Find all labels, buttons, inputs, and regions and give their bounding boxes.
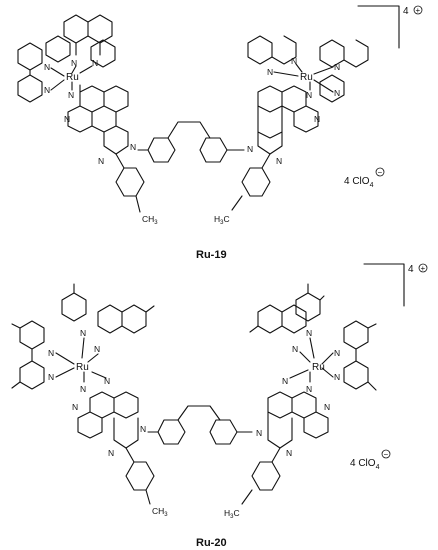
n-atom: N bbox=[48, 372, 54, 382]
counter-ion: 4 ClO4 − bbox=[350, 449, 391, 471]
n-atom: N bbox=[267, 67, 273, 77]
n-atom: N bbox=[286, 448, 292, 458]
n-atom: N bbox=[64, 114, 70, 124]
charge-bracket: 4 + bbox=[363, 263, 428, 307]
n-atom: N bbox=[334, 372, 340, 382]
n-atom: N bbox=[282, 376, 288, 386]
n-atom: N bbox=[306, 384, 312, 394]
methyl-right: CH3 bbox=[142, 214, 158, 226]
n-atom: N bbox=[334, 88, 340, 98]
counter-ion-label: 4 ClO4 bbox=[350, 458, 380, 471]
n-atom: N bbox=[292, 344, 298, 354]
n-atom: N bbox=[48, 348, 54, 358]
ru-atom-left: Ru bbox=[66, 72, 79, 83]
n-atom: N bbox=[44, 85, 50, 95]
n-atom: N bbox=[306, 328, 312, 338]
n-atom: N bbox=[108, 448, 114, 458]
n-atom: N bbox=[44, 62, 50, 72]
n-atom: N bbox=[291, 56, 297, 66]
n-atom: N bbox=[256, 428, 262, 438]
n-atom: N bbox=[130, 142, 136, 152]
n-atom: N bbox=[94, 344, 100, 354]
n-atom: N bbox=[80, 328, 86, 338]
counter-ion-sign: − bbox=[384, 450, 389, 459]
methyl-left: H3C bbox=[214, 214, 230, 226]
n-atom: N bbox=[324, 402, 330, 412]
methyl-right: CH3 bbox=[152, 506, 168, 518]
compound-name: Ru-20 bbox=[196, 537, 227, 549]
left-ru-complex: Ru N N N N N N bbox=[17, 14, 158, 226]
linker bbox=[147, 405, 253, 445]
compound-ru-20: 4 + Ru N N N N N N N bbox=[11, 263, 428, 549]
left-ru-complex: Ru N N N N N N N N N CH3 bbox=[11, 283, 168, 518]
counter-ion-sign: − bbox=[378, 168, 383, 177]
n-atom: N bbox=[314, 114, 320, 124]
n-atom: N bbox=[334, 62, 340, 72]
methyl-left: H3C bbox=[224, 508, 240, 520]
n-atom: N bbox=[140, 424, 146, 434]
linker bbox=[137, 121, 245, 163]
n-atom: N bbox=[276, 156, 282, 166]
counter-ion-label: 4 ClO4 bbox=[344, 176, 374, 189]
compound-name: Ru-19 bbox=[196, 249, 227, 261]
charge-value: 4 bbox=[408, 264, 414, 275]
charge-sign: + bbox=[416, 6, 421, 15]
charge-sign: + bbox=[421, 264, 426, 273]
n-atom: N bbox=[334, 348, 340, 358]
n-atom: N bbox=[71, 58, 77, 68]
counter-ion: 4 ClO4 − bbox=[344, 167, 385, 189]
n-atom: N bbox=[68, 90, 74, 100]
n-atom: N bbox=[104, 376, 110, 386]
ru-atom-right: Ru bbox=[312, 362, 325, 373]
charge-value: 4 bbox=[403, 6, 409, 17]
ru-atom-right: Ru bbox=[300, 72, 313, 83]
n-atom: N bbox=[92, 58, 98, 68]
n-atom: N bbox=[306, 90, 312, 100]
charge-bracket: 4 + bbox=[357, 5, 423, 49]
n-atom: N bbox=[80, 384, 86, 394]
n-atom: N bbox=[72, 402, 78, 412]
right-ru-complex: Ru N N N N N N N N N H3C bbox=[224, 283, 377, 520]
right-ru-complex: Ru N N N N N N N N H3C bbox=[214, 35, 369, 226]
n-atom: N bbox=[98, 156, 104, 166]
compound-ru-19: 4 + Ru N N N N N bbox=[17, 5, 423, 261]
n-atom: N bbox=[247, 144, 253, 154]
ru-atom-left: Ru bbox=[76, 362, 89, 373]
